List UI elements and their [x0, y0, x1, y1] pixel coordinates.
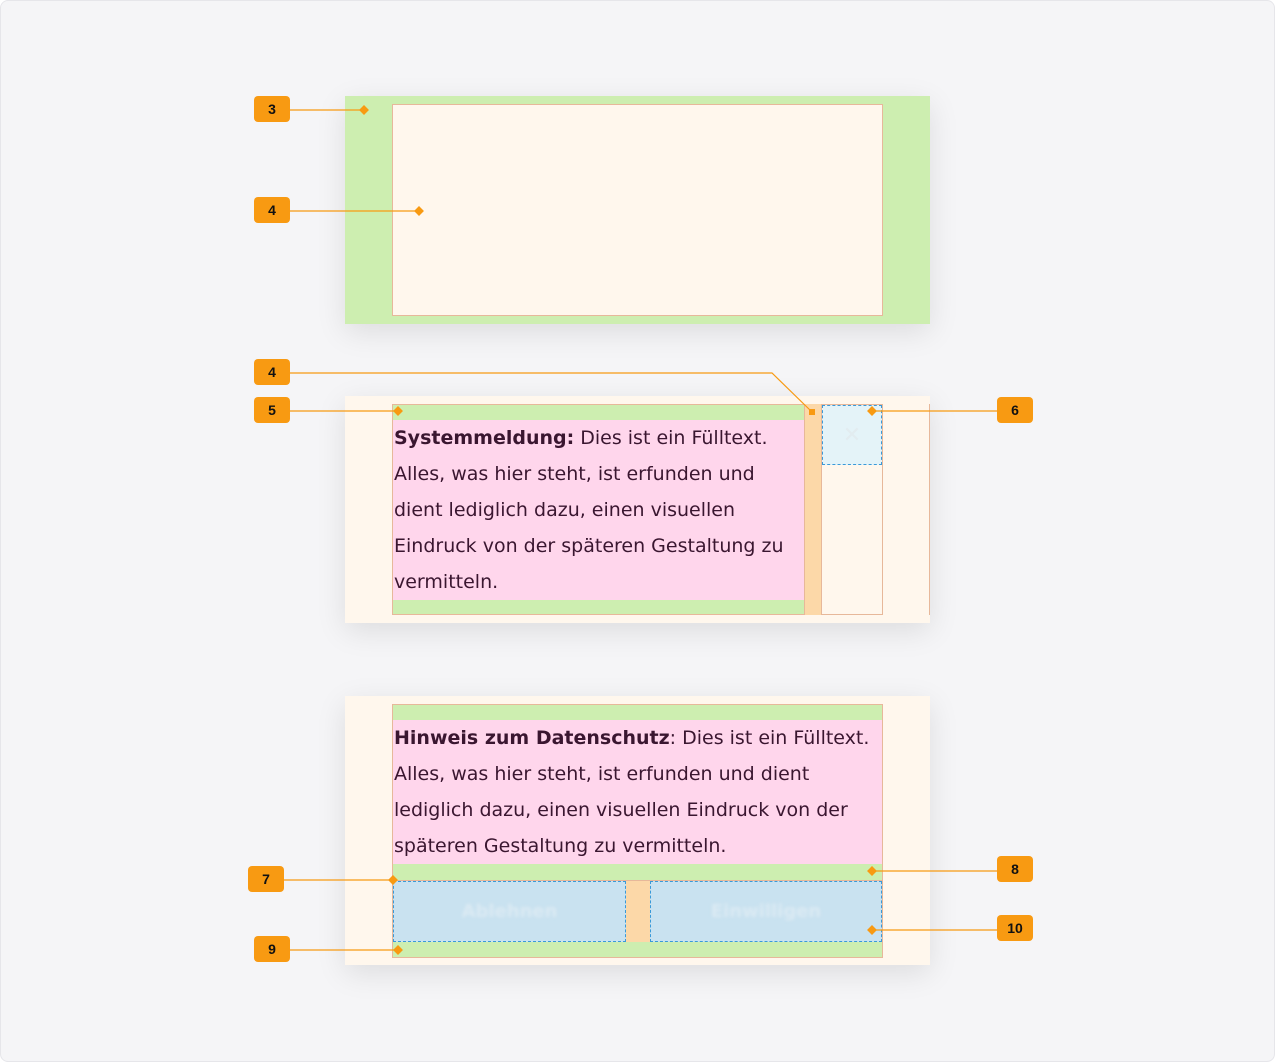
- privacy-notice-line: : Dies ist ein Fülltext.: [669, 727, 870, 749]
- marker-4-mid: [809, 409, 815, 415]
- privacy-notice-title: Hinweis zum Datenschutz: [394, 727, 670, 749]
- bottom-padding: [393, 942, 882, 957]
- middle-padding: [393, 864, 882, 880]
- system-message-panel: Systemmeldung: Dies ist ein Fülltext. All…: [345, 396, 930, 623]
- privacy-notice-frame: Hinweis zum Datenschutz: Dies ist ein Fü…: [392, 704, 883, 958]
- marker-5: [393, 406, 403, 416]
- system-message-line: Dies ist ein Fülltext.: [574, 427, 768, 449]
- message-text-area: Systemmeldung: Dies ist ein Fülltext. All…: [393, 420, 804, 600]
- leader-4-mid: [289, 372, 813, 413]
- marker-3: [359, 105, 369, 115]
- system-message-line: dient lediglich dazu, einen visuellen: [394, 499, 736, 521]
- message-column: Systemmeldung: Dies ist ein Fülltext. All…: [392, 404, 805, 615]
- marker-10: [867, 925, 877, 935]
- accept-button[interactable]: Einwilligen: [650, 881, 882, 942]
- accept-button-label: Einwilligen: [710, 901, 822, 922]
- annotation-badge-7: 7: [248, 866, 284, 892]
- system-message-text: Systemmeldung: Dies ist ein Fülltext. All…: [394, 420, 784, 600]
- notice-text-area: Hinweis zum Datenschutz: Dies ist ein Fü…: [393, 720, 882, 864]
- annotation-badge-10: 10: [997, 915, 1033, 941]
- privacy-notice-line: lediglich dazu, einen visuellen Eindruck…: [394, 799, 848, 821]
- system-message-line: vermitteln.: [394, 571, 499, 593]
- annotation-badge-4: 4: [254, 359, 290, 385]
- marker-4-top: [414, 206, 424, 216]
- annotation-badge-4: 4: [254, 197, 290, 223]
- privacy-notice-panel: Hinweis zum Datenschutz: Dies ist ein Fü…: [345, 696, 930, 965]
- annotation-badge-6: 6: [997, 397, 1033, 423]
- annotation-badge-8: 8: [997, 856, 1033, 882]
- annotation-badge-5: 5: [254, 397, 290, 423]
- top-padding: [393, 405, 804, 420]
- container-padding-area: [345, 96, 930, 324]
- privacy-notice-text: Hinweis zum Datenschutz: Dies ist ein Fü…: [394, 720, 869, 864]
- decline-button[interactable]: Ablehnen: [393, 881, 626, 942]
- marker-9: [393, 945, 403, 955]
- decline-button-label: Ablehnen: [461, 901, 558, 922]
- button-gap: [626, 881, 650, 942]
- bottom-padding: [393, 600, 804, 614]
- marker-6: [867, 406, 877, 416]
- marker-8: [867, 866, 877, 876]
- annotation-badge-9: 9: [254, 936, 290, 962]
- system-message-frame: [392, 404, 930, 615]
- marker-7: [388, 875, 398, 885]
- system-message-title: Systemmeldung:: [394, 427, 575, 449]
- divider: [393, 880, 882, 881]
- privacy-notice-line: späteren Gestaltung zu vermitteln.: [394, 835, 727, 857]
- top-padding: [393, 705, 882, 720]
- system-message-line: Eindruck von der späteren Gestaltung zu: [394, 535, 784, 557]
- privacy-notice-line: Alles, was hier steht, ist erfunden und …: [394, 763, 810, 785]
- close-icon: ✕: [842, 422, 862, 448]
- system-message-line: Alles, was hier steht, ist erfunden und: [394, 463, 755, 485]
- column-gap: [805, 404, 821, 615]
- content-area: [392, 104, 883, 316]
- annotation-badge-3: 3: [254, 96, 290, 122]
